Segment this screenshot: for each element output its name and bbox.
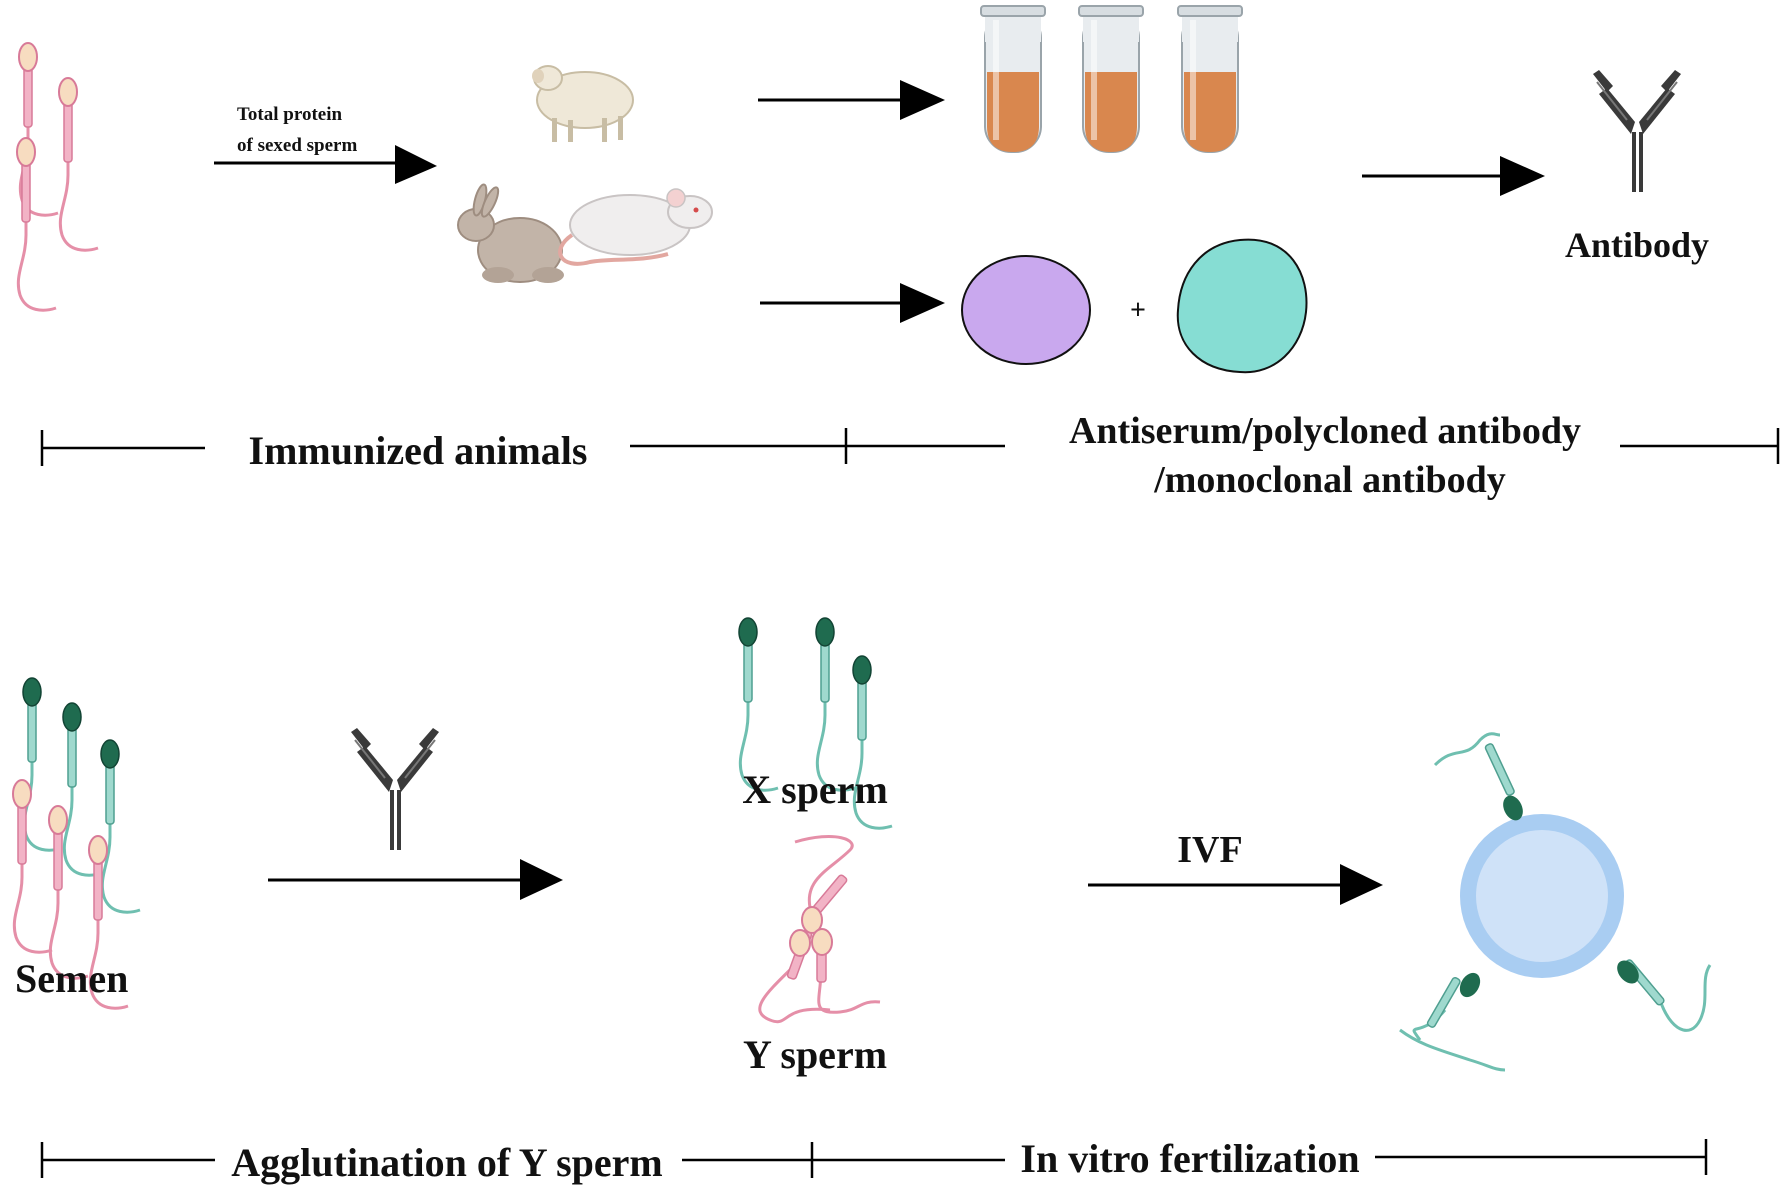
- antiserum-label-1: Antiserum/polycloned antibody: [1069, 410, 1581, 452]
- y-sperm-label: Y sperm: [743, 1032, 887, 1077]
- mouse-icon: [558, 188, 713, 266]
- antibody-label: Antibody: [1565, 225, 1709, 265]
- agglutination-label: Agglutination of Y sperm: [231, 1140, 662, 1185]
- y-sperm-agglutinated: [758, 835, 881, 1024]
- semen-label: Semen: [15, 956, 128, 1001]
- teal-cell: [1176, 238, 1308, 374]
- egg-icon: [1460, 814, 1624, 978]
- antibody-icon: [1592, 69, 1682, 193]
- total-protein-label-1: Total protein: [237, 104, 342, 125]
- arrow-to-sorted: [268, 859, 563, 900]
- arrow-ivf: [1088, 864, 1383, 905]
- sexed-sperm-group: [15, 41, 100, 312]
- antiserum-label-2: /monoclonal antibody: [1153, 459, 1506, 501]
- antibody-small-icon: [350, 727, 440, 851]
- total-protein-label-2: of sexed sperm: [237, 135, 357, 156]
- top-timeline: [40, 428, 1780, 466]
- x-sperm-label: X sperm: [742, 767, 888, 812]
- fertilizing-sperm: [1399, 732, 1712, 1072]
- purple-cell: [961, 255, 1091, 365]
- ivf-label: IVF: [1177, 829, 1242, 871]
- arrow-to-antibody: [1362, 156, 1545, 196]
- arrow-to-cells: [760, 283, 945, 323]
- in-vitro-label: In vitro fertilization: [1020, 1136, 1359, 1181]
- arrow-to-tubes: [758, 80, 945, 120]
- bottom-timeline: [40, 1139, 1708, 1178]
- arrow-protein: [214, 145, 437, 184]
- plus-sign: +: [1130, 295, 1146, 326]
- serum-tubes: [980, 5, 1243, 153]
- immunized-animals-label: Immunized animals: [249, 428, 588, 473]
- sheep-icon: [532, 65, 634, 142]
- rabbit-icon: [457, 183, 564, 283]
